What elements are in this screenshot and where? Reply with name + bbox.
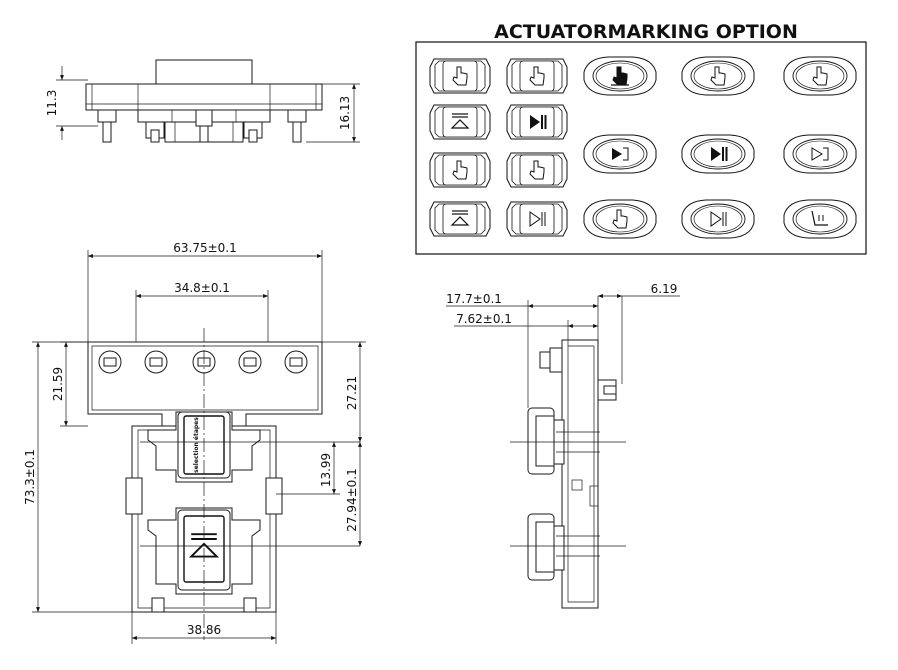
dim-depth-a: 17.7±0.1 [446, 292, 502, 306]
option-icon-hand-6 [506, 152, 568, 188]
front-view-drawing: selection étapes [87, 328, 360, 640]
dim-height-left: 11.3 [45, 90, 59, 117]
option-icon-seat-recline [783, 199, 857, 239]
option-icon-hand-1 [429, 58, 491, 94]
option-icon-hand-2 [506, 58, 568, 94]
flange-pins [98, 350, 308, 374]
dim-right-upper: 27.21 [345, 376, 359, 410]
dim-depth-b: 7.62±0.1 [456, 312, 512, 326]
option-icon-playpause-outline-1 [506, 201, 568, 237]
dim-offset: 6.19 [651, 282, 678, 296]
option-icon-playpause-filled-2 [681, 134, 755, 174]
option-icon-hand-4 [783, 56, 857, 96]
option-icon-playpause-outline-2 [681, 199, 755, 239]
side-view-dimensions: 17.7±0.1 7.62±0.1 6.19 [446, 282, 680, 408]
dim-total-height: 73.3±0.1 [23, 449, 37, 505]
front-view-dimensions: 63.75±0.1 34.8±0.1 21.59 73.3±0.1 27.21 … [23, 241, 366, 644]
dim-width-bottom: 38.86 [187, 623, 221, 637]
option-icon-hand-7 [583, 199, 657, 239]
dim-pin-spacing: 34.8±0.1 [174, 281, 230, 295]
option-icon-play-forward [583, 134, 657, 174]
option-icon-hand-5 [429, 152, 491, 188]
actuator-marking-panel: ACTUATORMARKING OPTION [415, 21, 867, 255]
top-view-dimensions: 11.3 16.13 [45, 66, 360, 143]
dim-right-lower: 27.94±0.1 [345, 468, 359, 532]
panel-title: ACTUATORMARKING OPTION [494, 21, 798, 43]
option-icon-hand-3 [681, 56, 755, 96]
option-icon-eject-2 [429, 201, 491, 237]
dim-height-right: 16.13 [338, 96, 352, 130]
panel-frame [415, 41, 867, 255]
option-icon-play-forward-outline [783, 134, 857, 174]
dim-center-spacing: 13.99 [319, 453, 333, 487]
dim-width-top: 63.75±0.1 [173, 241, 237, 255]
actuator-upper-text: selection étapes [193, 417, 200, 473]
side-view-drawing [510, 339, 626, 609]
top-view-drawing [85, 59, 323, 143]
option-icon-hand-filled [583, 56, 657, 96]
option-icon-playpause-filled-1 [506, 104, 568, 140]
option-icon-eject-1 [429, 104, 491, 140]
dim-flange-height: 21.59 [51, 367, 65, 401]
